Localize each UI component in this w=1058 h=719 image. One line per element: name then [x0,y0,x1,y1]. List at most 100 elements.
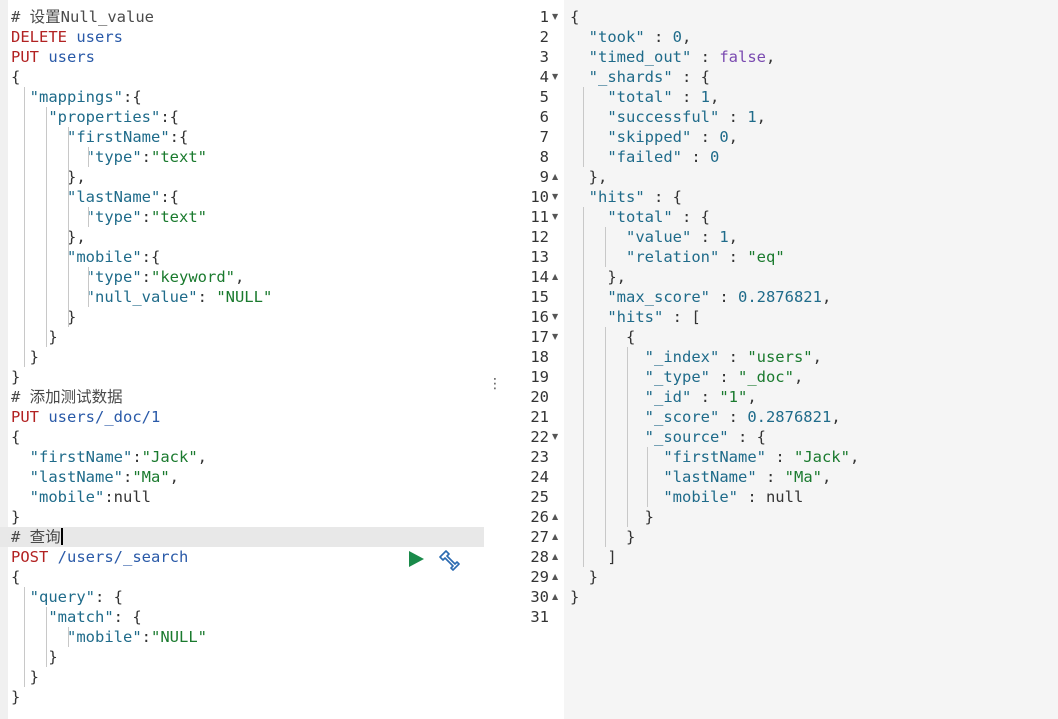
play-icon [409,551,424,567]
code-line: }, [11,167,484,187]
fold-arrow-down-icon[interactable]: ▼ [552,212,559,221]
code-line: "failed" : 0 [570,147,1058,167]
code-line: # 添加测试数据 [11,387,484,407]
code-token [570,288,607,306]
active-line-highlight [0,527,484,547]
code-token: : [141,148,151,166]
fold-arrow-down-icon[interactable]: ▼ [552,192,559,201]
code-token: users [67,28,123,46]
fold-arrow-up-icon[interactable]: ▲ [552,532,559,541]
code-token: } [570,568,598,586]
code-token: : [709,368,738,386]
code-line: PUT users/_doc/1 [11,407,484,427]
line-number: 20 [530,388,549,406]
code-token [570,388,645,406]
line-number: 1 [539,8,549,26]
line-number: 6 [539,108,549,126]
code-token: "mobile" [67,248,142,266]
fold-arrow-up-icon[interactable]: ▲ [552,552,559,561]
code-token: ] [570,548,617,566]
code-token: "mobile" [67,628,142,646]
code-line: "total" : { [570,207,1058,227]
line-number: 2 [539,28,549,46]
fold-arrow-down-icon[interactable]: ▼ [552,72,559,81]
fold-arrow-up-icon[interactable]: ▲ [552,272,559,281]
code-token: }, [11,228,86,246]
indent-guide [88,147,90,167]
code-token: :{ [141,248,161,266]
code-line: "lastName":{ [11,187,484,207]
code-line: "match": { [11,607,484,627]
code-line: "_source" : { [570,427,1058,447]
code-token: } [11,328,58,346]
code-line: "type":"text" [11,147,484,167]
fold-arrow-down-icon[interactable]: ▼ [552,312,559,321]
code-token: "text" [151,148,207,166]
code-token: "timed_out" [588,48,692,66]
fold-arrow-up-icon[interactable]: ▲ [552,592,559,601]
gutter-marker [1,616,5,618]
line-number: 10 [530,188,549,206]
code-line: "firstName":{ [11,127,484,147]
code-token: "Ma" [132,468,170,486]
gutter-marker [1,16,5,18]
code-token: { [570,8,580,26]
code-token: "lastName" [663,468,757,486]
code-token: } [11,668,39,686]
code-line: "_score" : 0.2876821, [570,407,1058,427]
fold-arrow-up-icon[interactable]: ▲ [552,172,559,181]
code-token: , [169,468,180,486]
fold-arrow-up-icon[interactable]: ▲ [552,512,559,521]
gutter-marker [1,496,5,498]
code-token [11,608,48,626]
gutter-marker [1,216,5,218]
request-settings-button[interactable] [438,549,460,571]
gutter-marker [1,416,5,418]
code-token: "_index" [644,348,720,366]
line-number: 12 [530,228,549,246]
fold-arrow-down-icon[interactable]: ▼ [552,332,559,341]
indent-guide [67,127,69,327]
code-token: "mobile" [29,488,105,506]
code-line: } [11,687,484,707]
code-token [11,128,67,146]
code-token: :{ [160,108,179,126]
code-token: "value" [626,228,692,246]
code-token [11,628,67,646]
code-token: : null [737,488,804,506]
gutter-marker [1,576,5,578]
resize-handle-icon[interactable]: ⋮ [488,376,502,392]
code-token: : { [728,428,766,446]
code-token [570,208,607,226]
indent-guide [67,627,69,647]
run-request-button[interactable] [406,549,426,569]
fold-arrow-up-icon[interactable]: ▲ [552,572,559,581]
code-line: } [11,307,484,327]
code-line [570,607,1058,627]
code-token: "match" [48,608,114,626]
code-line: } [570,527,1058,547]
code-token [11,188,67,206]
code-token: : { [644,188,682,206]
code-token: , [821,468,832,486]
gutter-marker [1,36,5,38]
gutter-marker [1,556,5,558]
code-token: } [570,528,636,546]
code-token: "NULL" [151,628,207,646]
code-token [11,248,67,266]
fold-arrow-down-icon[interactable]: ▼ [552,432,559,441]
gutter-marker [1,336,5,338]
gutter-marker [1,636,5,638]
pane-divider[interactable] [484,0,502,719]
fold-arrow-down-icon[interactable]: ▼ [552,12,559,21]
code-line: { [570,327,1058,347]
code-line: { [11,567,484,587]
code-token: { [11,568,21,586]
indent-guide [605,327,607,547]
code-token: } [11,508,21,526]
indent-guide [88,207,90,227]
code-line: ] [570,547,1058,567]
code-token: PUT [11,408,39,426]
